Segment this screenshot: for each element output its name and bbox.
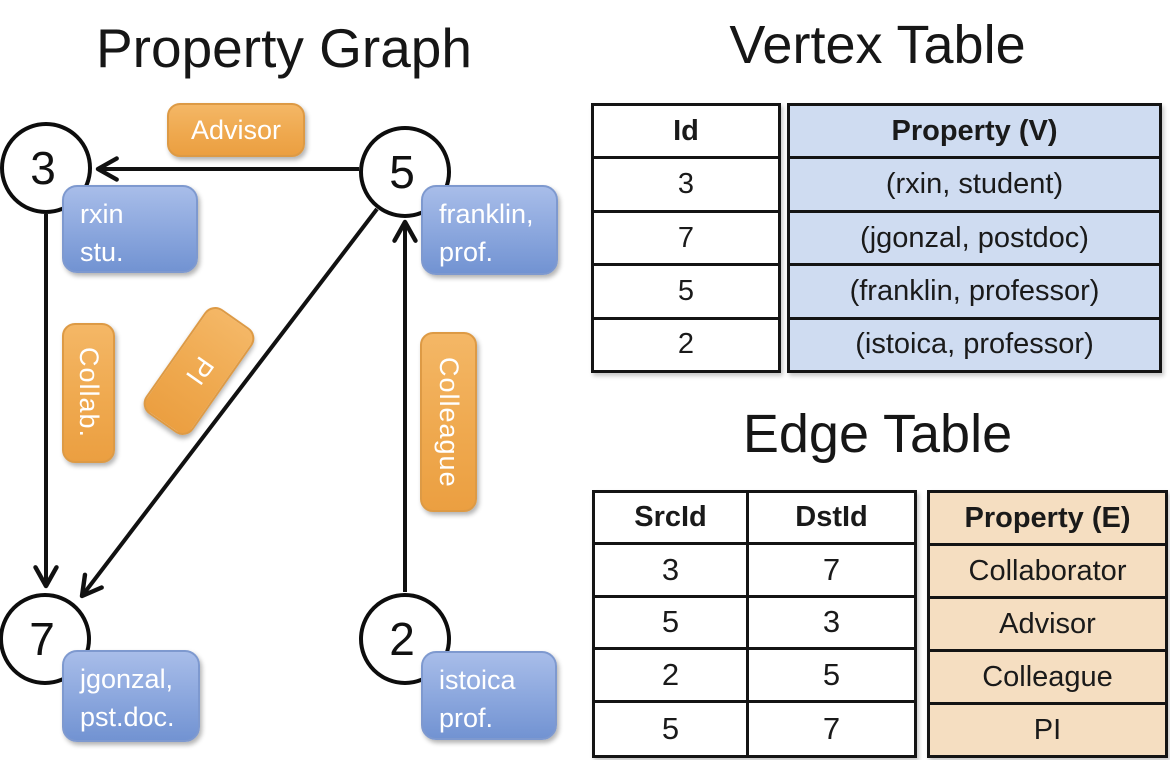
vertex-property-line: istoica — [439, 665, 516, 695]
edge-line-5-to-7 — [79, 207, 379, 599]
vertex-property-line: prof. — [439, 703, 494, 734]
edge-table-property-cell: Collaborator — [930, 546, 1165, 599]
edge-table-property-cell: Advisor — [930, 599, 1165, 652]
vertex-table-id-cell: 3 — [594, 159, 778, 213]
vertex-property-box-2: istoica prof. — [421, 651, 557, 740]
edge-table-dst-cell: 7 — [746, 545, 914, 598]
vertex-table-header-id: Id — [594, 106, 778, 160]
edge-table-property-cell: PI — [1033, 713, 1062, 746]
vertex-table-property-column: Property (V) (rxin, student) (jgonzal, p… — [787, 103, 1162, 373]
vertex-table-property-cell: (istoica, professor) — [855, 328, 1094, 361]
vertex-table-title: Vertex Table — [729, 15, 1026, 75]
vertex-property-line: jgonzal, — [80, 664, 174, 694]
edge-table-property-cell: Colleague — [930, 652, 1165, 705]
vertex-table-property-cell: (franklin, professor) — [790, 266, 1159, 320]
edge-table-property-column: Property (E) Collaborator Advisor Collea… — [927, 490, 1168, 758]
edge-table-header-src: SrcId — [595, 493, 746, 546]
vertex-property-line: rxin — [80, 199, 124, 229]
edge-table-src-cell: 2 — [595, 650, 746, 703]
vertex-table-header-property: Property (V) — [790, 106, 1159, 160]
edge-table-dst-cell: 5 — [746, 650, 914, 703]
vertex-table-property-cell: (jgonzal, postdoc) — [790, 213, 1159, 267]
edge-label-advisor: Advisor — [167, 103, 305, 157]
vertex-property-line: stu. — [80, 237, 124, 268]
property-graph-title: Property Graph — [95, 17, 472, 79]
edge-table-header-dst: DstId — [746, 493, 914, 546]
edge-table-dst-cell: 7 — [746, 702, 914, 755]
edge-label-colleague: Colleague — [420, 332, 477, 512]
graph-node-2: 2 — [359, 593, 451, 685]
edge-table-header-property: Property (E) — [930, 493, 1165, 546]
vertex-table-id-cell: 7 — [594, 213, 778, 267]
vertex-table-id-cell: 2 — [677, 328, 695, 361]
vertex-table-property-cell: (rxin, student) — [790, 159, 1159, 213]
vertex-property-box-3: rxin stu. — [62, 185, 198, 273]
vertex-property-line: pst.doc. — [80, 702, 175, 733]
vertex-table-id-cell: 5 — [594, 266, 778, 320]
vertex-property-line: franklin, — [439, 199, 534, 229]
edge-table-dst-cell: 3 — [746, 597, 914, 651]
edge-label-collab: Collab. — [62, 323, 115, 463]
edge-label-text: PI — [179, 351, 220, 392]
edge-table-src-cell: 5 — [661, 710, 680, 746]
vertex-table-id-column: Id 3 7 5 2 — [591, 103, 781, 373]
vertex-property-line: prof. — [439, 237, 494, 268]
edge-label-text: Advisor — [190, 114, 282, 145]
edge-table-src-cell: 5 — [595, 598, 746, 651]
edge-table-id-columns: SrcId DstId 3 7 5 3 2 5 5 7 — [592, 490, 917, 758]
edge-label-text: Colleague — [434, 356, 464, 488]
edge-table-src-cell: 3 — [595, 545, 746, 598]
edge-table-title: Edge Table — [742, 404, 1013, 464]
vertex-property-box-7: jgonzal, pst.doc. — [62, 650, 200, 742]
graph-edges-canvas — [33, 156, 418, 599]
edge-label-text: Collab. — [74, 347, 104, 439]
graph-node-5: 5 — [359, 126, 451, 218]
vertex-property-box-5: franklin, prof. — [421, 185, 558, 275]
